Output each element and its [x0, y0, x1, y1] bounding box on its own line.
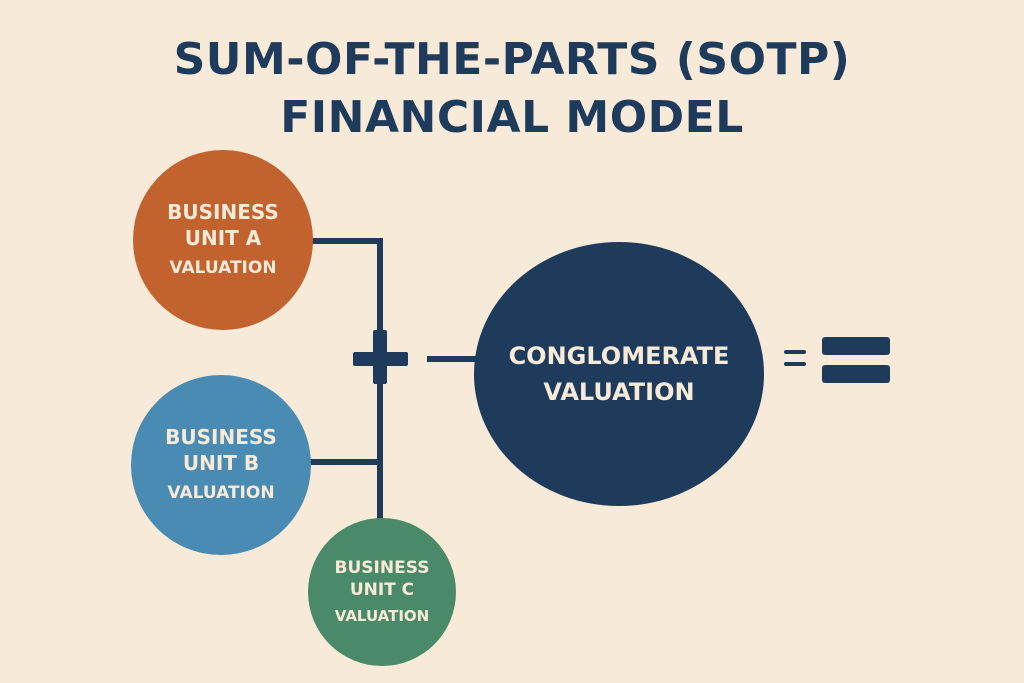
node-conglomerate-valuation: CONGLOMERATE VALUATION	[474, 242, 764, 506]
node-label: VALUATION	[543, 378, 695, 406]
node-business-unit-a: BUSINESS UNIT A VALUATION	[133, 150, 313, 330]
node-label: VALUATION	[169, 258, 277, 278]
node-label: UNIT A	[184, 226, 262, 250]
title-line-1: SUM-OF-THE-PARTS (SOTP)	[173, 34, 851, 85]
node-business-unit-c: BUSINESS UNIT C VALUATION	[308, 518, 456, 666]
node-label: VALUATION	[167, 483, 275, 503]
node-label: BUSINESS	[165, 425, 277, 449]
node-label: BUSINESS	[334, 558, 430, 578]
title-line-2: FINANCIAL MODEL	[280, 92, 744, 143]
node-label: BUSINESS	[167, 200, 279, 224]
node-label: VALUATION	[334, 607, 430, 625]
node-business-unit-b: BUSINESS UNIT B VALUATION	[131, 375, 311, 555]
node-label: UNIT B	[182, 451, 260, 475]
node-label: UNIT C	[349, 580, 415, 600]
equals-small-bottom	[784, 362, 806, 366]
equals-small-top	[784, 350, 806, 354]
equals-large-top	[822, 337, 890, 355]
plus-icon	[353, 330, 408, 384]
equals-large-bottom	[822, 365, 890, 383]
node-label: CONGLOMERATE	[508, 342, 730, 370]
